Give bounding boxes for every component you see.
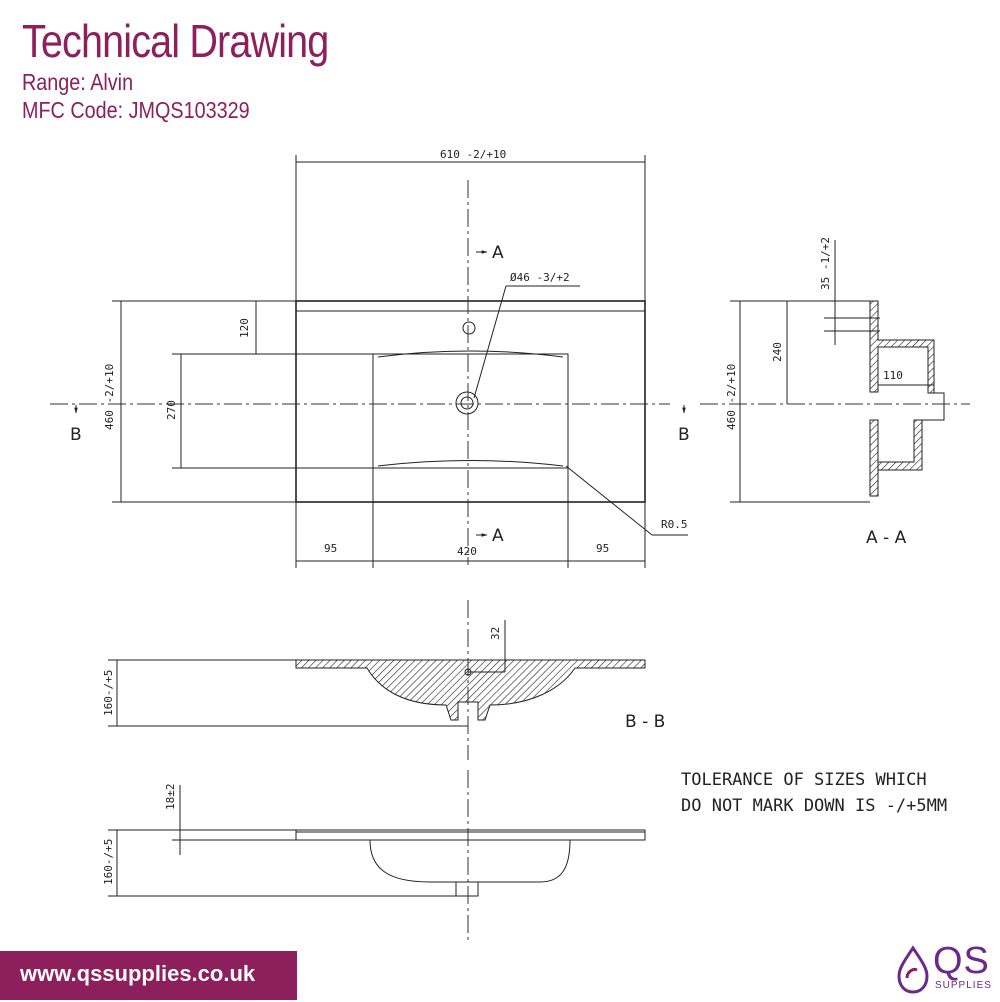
tolerance-note-line1: TOLERANCE OF SIZES WHICH — [681, 770, 927, 790]
plan-outline — [295, 300, 646, 503]
dim-right-margin: 95 — [596, 542, 609, 555]
dim-side-110: 110 — [883, 369, 903, 382]
range-line: Range: Alvin — [22, 68, 328, 96]
dim-bowl-width: 420 — [457, 545, 477, 558]
dim-front-offset: 120 — [238, 318, 251, 338]
dim-bb-height: 160-/+5 — [102, 670, 115, 716]
dim-side-rim: 35 -1/+2 — [819, 237, 832, 290]
plan-bowl — [372, 353, 569, 469]
tolerance-note-line2: DO NOT MARK DOWN IS -/+5MM — [681, 796, 947, 816]
range-value: Alvin — [90, 69, 134, 95]
dim-elev-height: 160-/+5 — [102, 839, 115, 885]
website-link[interactable]: www.qssupplies.co.uk — [20, 961, 256, 986]
section-aa-view: 460 -2/+10 240 35 -1/+2 110 A - A — [700, 237, 970, 548]
dim-bb-32: 32 — [489, 627, 502, 640]
dim-side-240: 240 — [771, 342, 784, 362]
section-b-right: B — [678, 425, 690, 445]
dim-depth: 460 -2/+10 — [103, 364, 116, 430]
footer-bar: www.qssupplies.co.uk — [0, 951, 297, 1000]
dim-side-depth: 460 -2/+10 — [725, 364, 738, 430]
dim-tap-hole: Ø46 -3/+2 — [510, 271, 570, 284]
qs-supplies-logo: QS SUPPLIES — [893, 940, 993, 997]
dim-elev-thickness: 18±2 — [164, 784, 177, 811]
section-a-bottom: A — [492, 526, 504, 546]
dim-bowl-depth: 270 — [165, 400, 178, 420]
mfc-code-label: MFC Code: — [22, 97, 124, 123]
header: Technical Drawing Range: Alvin MFC Code:… — [22, 14, 378, 124]
waste-outlet — [455, 391, 479, 415]
section-bb-label: B - B — [625, 712, 665, 732]
mfc-code-value: JMQS103329 — [128, 97, 250, 123]
page-title: Technical Drawing — [22, 15, 329, 67]
range-label: Range: — [22, 69, 86, 95]
plan-view: 610 -2/+10 Ø46 -3/+2 460 -2/+10 270 120 … — [50, 148, 690, 568]
dim-left-margin: 95 — [324, 542, 337, 555]
dim-top-width: 610 -2/+10 — [440, 148, 506, 161]
section-b-left: B — [70, 425, 82, 445]
drop-logo-icon — [897, 945, 929, 994]
mfc-code-line: MFC Code: JMQS103329 — [22, 96, 328, 124]
section-bb-view: 160-/+5 32 B - B — [102, 600, 665, 760]
section-a-top: A — [492, 243, 504, 263]
tap-hole — [462, 321, 476, 335]
section-aa-label: A - A — [866, 528, 907, 548]
dim-radius: R0.5 — [661, 518, 688, 531]
front-elevation-view: 160-/+5 18±2 — [102, 770, 646, 940]
